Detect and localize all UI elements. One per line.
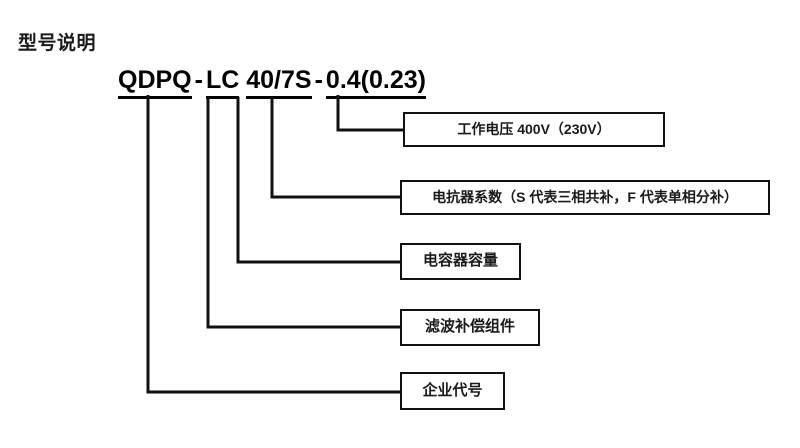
callout-label-enterprise: 企业代号 bbox=[422, 381, 483, 399]
model-segment-component-code: LC bbox=[205, 66, 240, 99]
callout-label-capacitance: 电容器容量 bbox=[422, 252, 498, 270]
leader-line-reactor bbox=[270, 97, 400, 199]
model-segment-enterprise-code: QDPQ bbox=[118, 66, 192, 99]
callout-label-component: 滤波补偿组件 bbox=[424, 318, 515, 336]
model-separator-2: - bbox=[314, 66, 323, 94]
model-number-string: QDPQ-LC 40/7S-0.4(0.23) bbox=[118, 66, 426, 99]
callout-label-reactor: 电抗器系数（S 代表三相共补，F 代表单相分补） bbox=[432, 188, 738, 205]
callout-label-voltage: 工作电压 400V（230V） bbox=[457, 120, 611, 137]
model-separator-1: - bbox=[194, 66, 203, 94]
callout-box-reactor: 电抗器系数（S 代表三相共补，F 代表单相分补） bbox=[400, 180, 770, 215]
page-title: 型号说明 bbox=[18, 33, 97, 54]
callout-box-capacitance: 电容器容量 bbox=[400, 243, 521, 280]
callout-box-enterprise: 企业代号 bbox=[400, 372, 505, 410]
model-segment-reactor-factor: 7S bbox=[281, 66, 312, 99]
model-segment-capacitance: 40 bbox=[246, 66, 275, 99]
model-segment-voltage: 0.4(0.23) bbox=[325, 66, 426, 99]
callout-box-voltage: 工作电压 400V（230V） bbox=[403, 112, 665, 147]
leader-line-component bbox=[206, 97, 400, 329]
leader-line-voltage bbox=[336, 95, 403, 132]
callout-box-component: 滤波补偿组件 bbox=[400, 309, 540, 346]
leader-line-enterprise bbox=[146, 95, 400, 394]
model-segment-slash: / bbox=[274, 66, 281, 99]
leader-line-capacitance bbox=[236, 97, 400, 264]
